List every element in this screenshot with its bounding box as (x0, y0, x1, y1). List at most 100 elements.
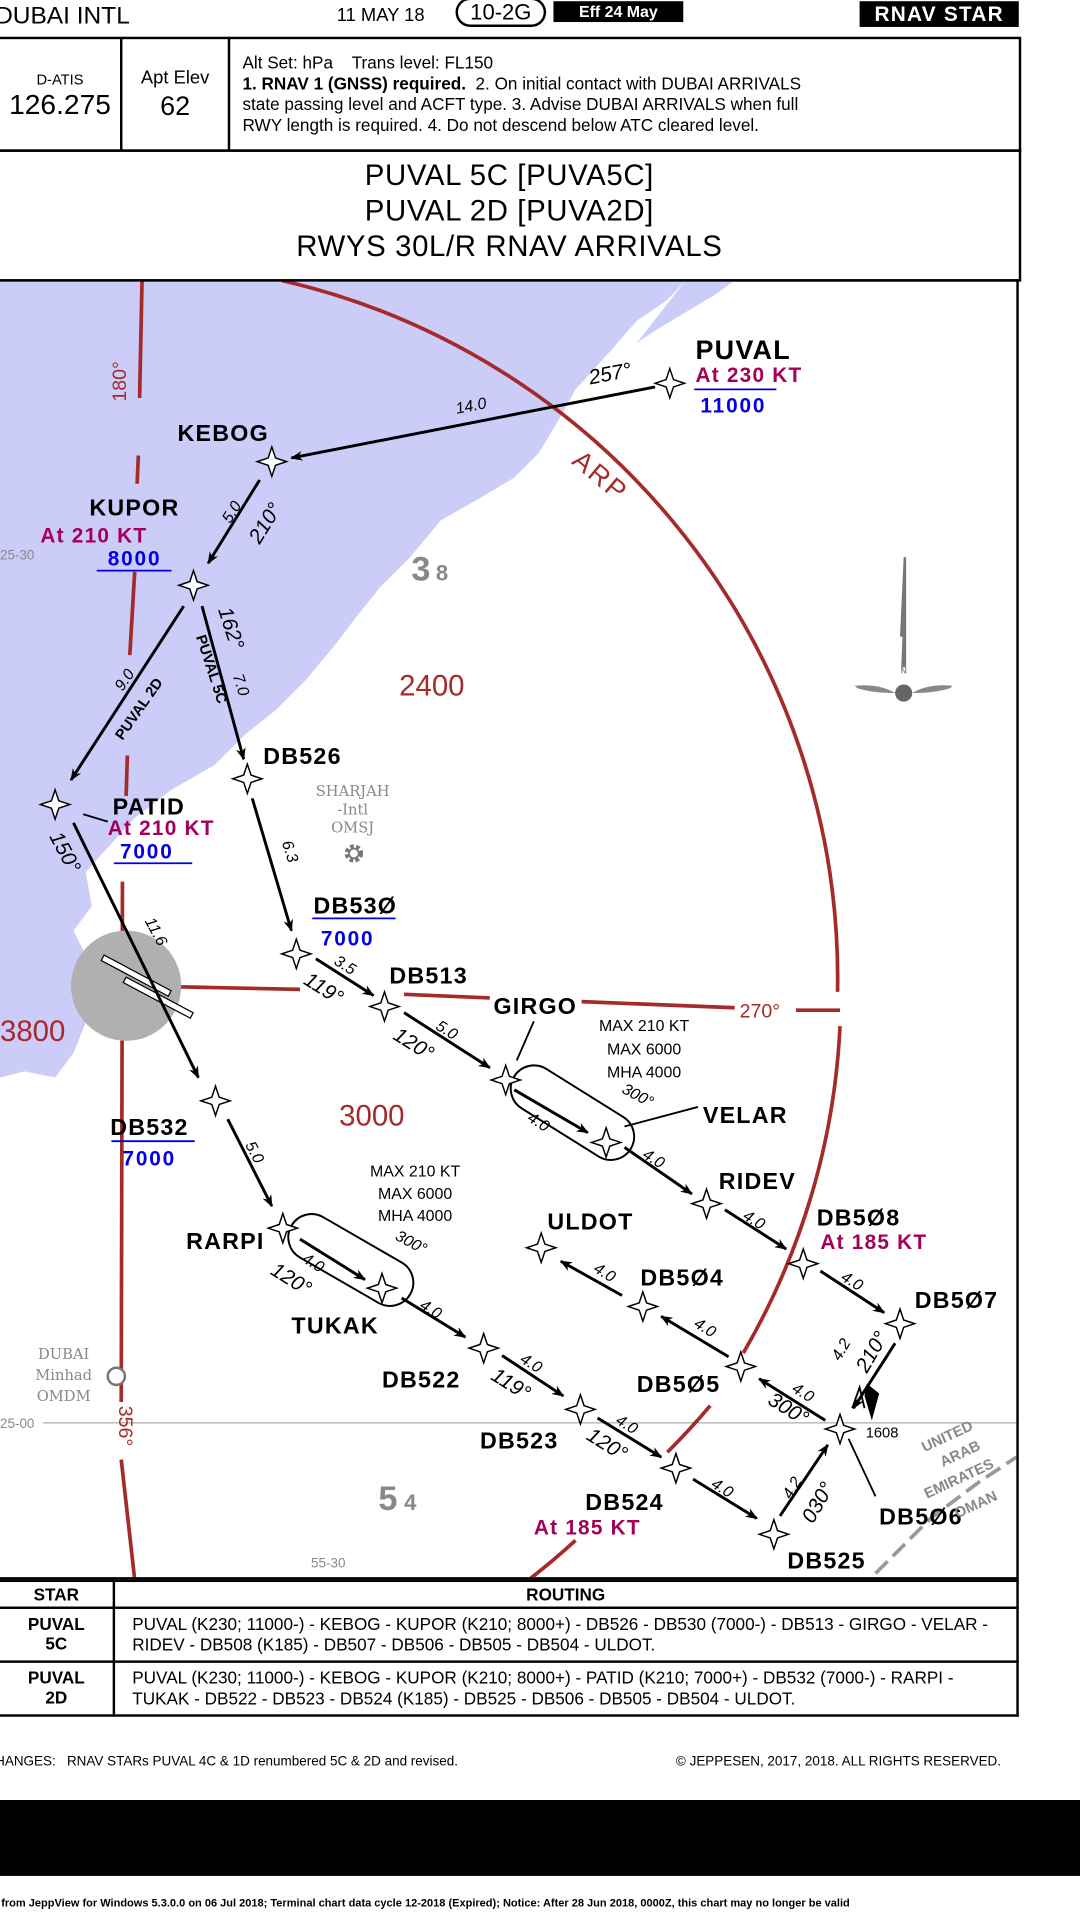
effective-date: Eff 24 May (553, 1, 684, 23)
notes-text: 2. On initial contact with DUBAI ARRIVAL… (465, 73, 802, 94)
msa-3800: 3800 (0, 1015, 65, 1048)
leg-distance: 4.0 (613, 1412, 641, 1438)
hold-info-rarpi: MAX 210 KT MAX 6000 MHA 4000 300° (370, 1164, 460, 1258)
speed-restriction: At 210 KT (40, 524, 147, 547)
leg-db513-girgo (403, 1011, 491, 1069)
leg-kupor-patid (69, 605, 185, 782)
altitude-restriction: 7000 (321, 927, 375, 950)
airport-name: Minhad (35, 1367, 92, 1384)
speed-restriction: At 230 KT (696, 364, 803, 387)
waypoint-icon-db526 (231, 763, 263, 795)
altitude-restriction: 7000 (120, 840, 174, 863)
copyright: © JEPPESEN, 2017, 2018. ALL RIGHTS RESER… (675, 1754, 1002, 1770)
waypoint-label: TUKAK (291, 1312, 379, 1338)
leg-distance: 4.0 (838, 1269, 866, 1295)
leg-db507-db506 (852, 1342, 897, 1410)
datis-frequency: 126.275 (9, 88, 111, 121)
leg-tukak-db522 (400, 1296, 467, 1339)
minhad-airport: DUBAI Minhad OMDM (35, 1346, 127, 1405)
changes-note: HANGES: RNAV STARs PUVAL 4C & 1D renumbe… (0, 1754, 458, 1770)
leg-distance: 5.0 (241, 1139, 266, 1167)
north-label: N (901, 665, 907, 675)
waypoint-icon-db524 (660, 1452, 692, 1484)
title-line: PUVAL 2D [PUVA2D] (364, 194, 654, 228)
waypoint-label: GIRGO (493, 993, 577, 1019)
gear-airport-icon (344, 844, 364, 863)
speed-restriction: At 210 KT (108, 817, 215, 840)
notes-line: RWY length is required. 4. Do not descen… (242, 115, 759, 135)
leg-db524-db525 (692, 1477, 758, 1520)
hold-course: 300° (619, 1081, 656, 1111)
leg-distance: 4.0 (640, 1146, 668, 1172)
hold-speed: MAX 210 KT (370, 1164, 460, 1181)
leg-distance: 4.0 (708, 1476, 736, 1502)
arp-range-ring (741, 1026, 842, 1354)
divider (227, 37, 231, 151)
leg-distance: 4.0 (417, 1297, 445, 1323)
chart-title: PUVAL 5C [PUVA5C] PUVAL 2D [PUVA2D] RWYS… (0, 158, 1019, 265)
obstacle: 1608 (851, 1383, 898, 1442)
country-name: OMAN (952, 1489, 999, 1522)
waypoint-icon-db504 (627, 1291, 659, 1322)
waypoint-label: DB5Ø6 (879, 1503, 963, 1529)
leg-distance: 4.2 (829, 1336, 855, 1364)
leg-puval-kebog (290, 385, 656, 461)
chart-type: RNAV STAR (859, 1, 1019, 27)
routing-table: STAR ROUTING PUVAL 5C PUVAL (K230; 11000… (0, 1579, 1019, 1717)
leg-db505-db504 (660, 1315, 730, 1358)
waypoint-label: PATID (113, 793, 185, 819)
waypoint-label: DB5Ø8 (817, 1205, 901, 1231)
airport-icao: OMSJ (331, 820, 374, 837)
msa-3000: 3000 (339, 1099, 404, 1132)
leg-distance: 3.5 (331, 953, 359, 979)
title-line: RWYS 30L/R RNAV ARRIVALS (296, 230, 723, 264)
leg-ridev-db508 (724, 1208, 788, 1251)
leg-patid-db532 (72, 822, 200, 1079)
leg-course: 210° (851, 1328, 893, 1378)
altitude-restriction: 11000 (700, 395, 766, 418)
leg-db523-db524 (596, 1416, 663, 1459)
waypoint-label: RIDEV (719, 1168, 796, 1194)
waypoint-icon-db513 (369, 991, 400, 1022)
waypoint-label: KEBOG (178, 420, 269, 446)
speed-restriction: At 185 KT (820, 1231, 927, 1254)
divider (120, 37, 123, 151)
waypoint-label: VELAR (703, 1102, 788, 1128)
waypoint-icon-puval (654, 367, 686, 399)
dubai-airport-icon (71, 930, 194, 1041)
waypoint-label: DB5Ø5 (637, 1371, 721, 1397)
hold-course: 300° (392, 1228, 429, 1258)
msa-2400: 2400 (399, 670, 464, 703)
title-line: PUVAL 5C [PUVA5C] (364, 159, 654, 193)
waypoint-label: DB513 (389, 962, 468, 988)
airport-icao: OMDM (37, 1388, 91, 1405)
hold-speed: MAX 210 KT (599, 1018, 689, 1035)
rnav-requirement: 1. RNAV 1 (GNSS) required. (242, 73, 466, 94)
leg-distance: 4.0 (740, 1207, 768, 1233)
datis-label: D-ATIS (36, 71, 84, 89)
arp-range-ring (666, 1404, 712, 1454)
airport-name: -Intl (337, 801, 368, 818)
arp-range-ring (281, 280, 840, 992)
hold-max-alt: MAX 6000 (607, 1041, 681, 1058)
waypoint-label: DB523 (480, 1428, 559, 1454)
leg-db506-db505 (758, 1377, 827, 1422)
arp-label: ARP (567, 444, 634, 507)
waypoint-icon-velar (590, 1127, 622, 1158)
waypoint-label: DB524 (585, 1489, 664, 1515)
leg-girgo-velar (513, 1088, 589, 1134)
radial-270-label: 270° (740, 1001, 781, 1023)
grid-mora: 3 (411, 550, 430, 588)
airport-circle-icon (106, 1366, 127, 1387)
hold-info-girgo: MAX 210 KT MAX 6000 MHA 4000 300° (599, 1018, 689, 1111)
leg-distance: 4.0 (517, 1351, 545, 1377)
radial-line-270 (126, 983, 841, 1013)
waypoint-label: RARPI (186, 1228, 264, 1254)
leg-distance: 5.0 (433, 1018, 461, 1044)
leg-velar-ridev (623, 1146, 693, 1196)
waypoint-label: DB522 (382, 1366, 461, 1392)
leg-distance: 7.0 (229, 672, 252, 698)
grid-mora: 5 (378, 1480, 397, 1518)
table-header-row: STAR ROUTING (0, 1579, 1019, 1609)
leg-rarpi-tukak (299, 1237, 366, 1281)
